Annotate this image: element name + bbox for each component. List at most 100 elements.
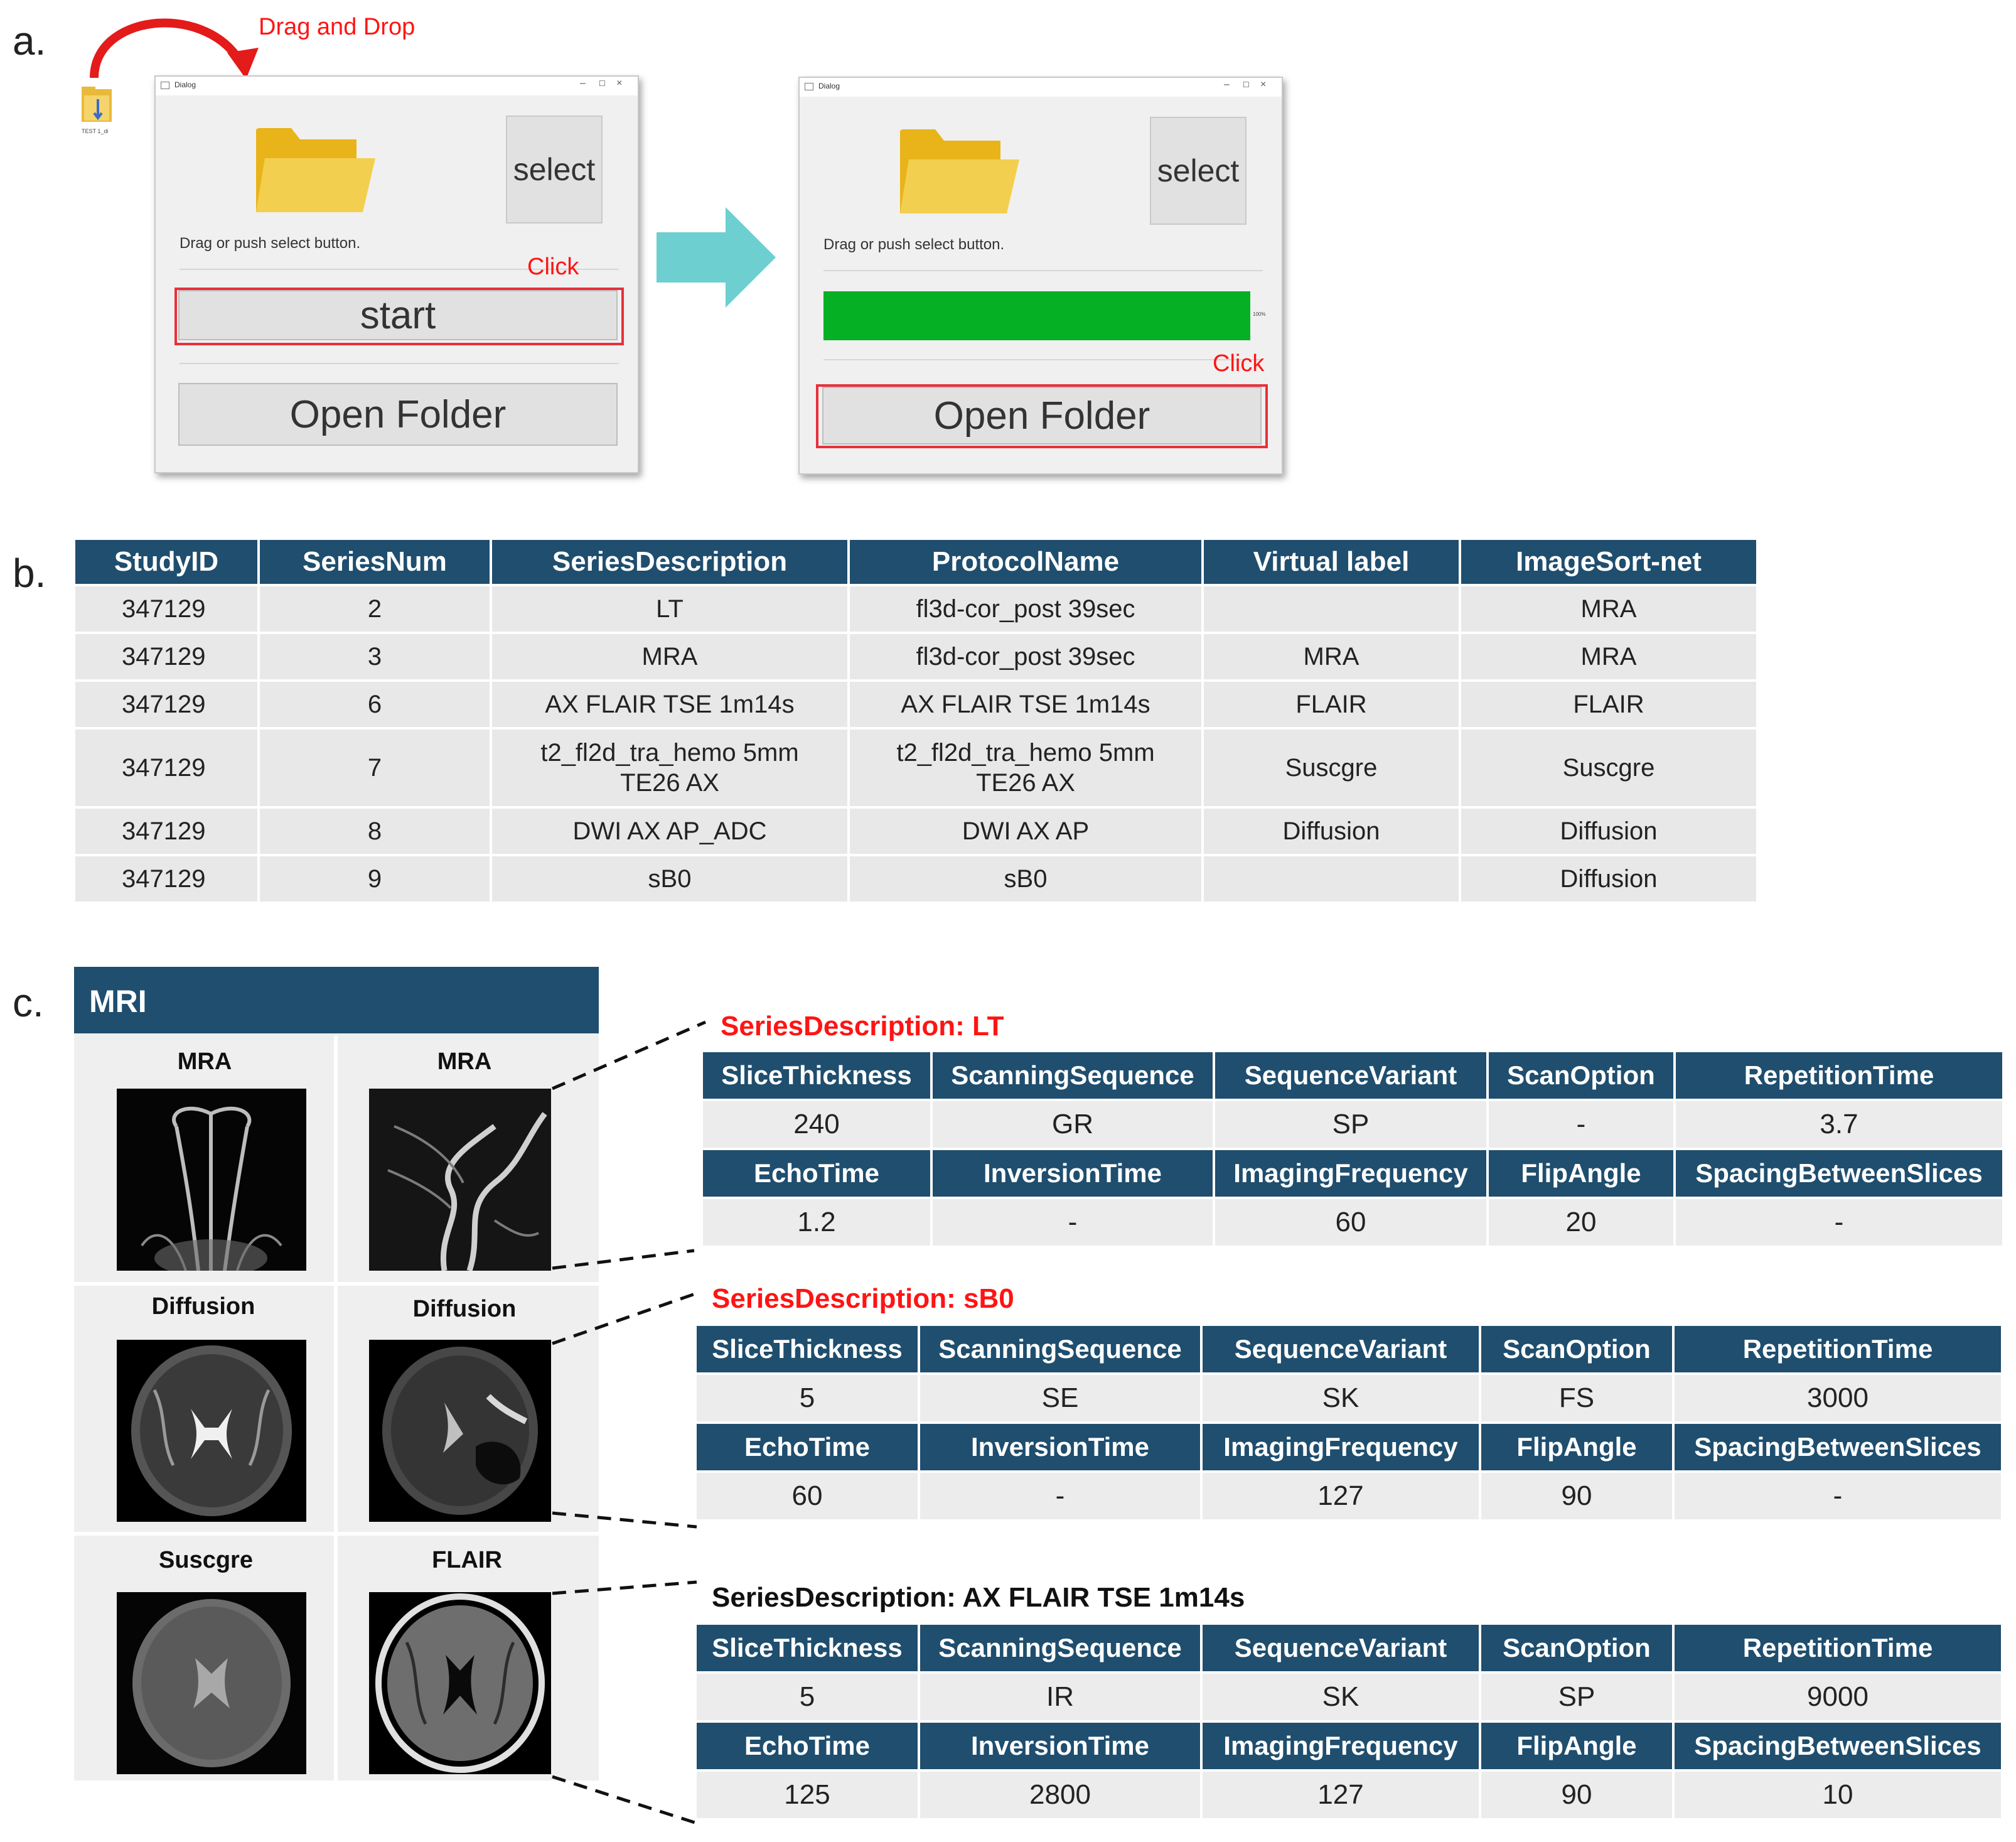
param-header: ScanOption bbox=[1481, 1625, 1672, 1671]
minimize-icon[interactable]: – bbox=[1224, 79, 1230, 90]
param-value: 20 bbox=[1489, 1199, 1673, 1246]
close-icon[interactable]: × bbox=[616, 78, 623, 89]
cell-seriesnum: 8 bbox=[260, 809, 490, 854]
table-row: 347129 6 AX FLAIR TSE 1m14s AX FLAIR TSE… bbox=[75, 682, 1756, 727]
param-header: ScanOption bbox=[1489, 1052, 1673, 1099]
mri-image-flair[interactable] bbox=[369, 1592, 551, 1774]
maximize-icon[interactable]: ☐ bbox=[599, 79, 606, 88]
mri-image-suscgre[interactable] bbox=[117, 1592, 306, 1774]
divider bbox=[823, 270, 1263, 271]
cell-seriesnum: 2 bbox=[260, 586, 490, 632]
next-step-arrow-icon bbox=[657, 207, 776, 308]
cell-studyid: 347129 bbox=[75, 856, 257, 902]
param-header: FlipAngle bbox=[1481, 1723, 1672, 1769]
cell-virtual-label: MRA bbox=[1204, 634, 1459, 679]
connector-lines bbox=[552, 1020, 706, 1825]
param-value: FS bbox=[1481, 1375, 1672, 1421]
cell-virtual-label: FLAIR bbox=[1204, 682, 1459, 727]
param-value: - bbox=[933, 1199, 1213, 1246]
divider bbox=[334, 1036, 338, 1780]
mri-image-label: Diffusion bbox=[412, 1296, 517, 1322]
param-value: GR bbox=[933, 1101, 1213, 1148]
mri-image-mra-coronal[interactable] bbox=[117, 1089, 306, 1271]
maximize-icon[interactable]: ☐ bbox=[1243, 80, 1250, 89]
param-header: SequenceVariant bbox=[1203, 1625, 1479, 1671]
param-header: SpacingBetweenSlices bbox=[1676, 1150, 2002, 1197]
drag-and-drop-label: Drag and Drop bbox=[259, 14, 416, 40]
cell-seriesnum: 3 bbox=[260, 634, 490, 679]
column-header-virtual-label: Virtual label bbox=[1204, 540, 1459, 584]
mri-image-diffusion-1[interactable] bbox=[117, 1340, 306, 1522]
progress-percent-text: 100% bbox=[1253, 311, 1266, 317]
param-value: - bbox=[1675, 1473, 2001, 1519]
param-header: RepetitionTime bbox=[1675, 1326, 2001, 1372]
param-header: InversionTime bbox=[920, 1424, 1200, 1470]
folder-file-icon[interactable] bbox=[79, 84, 115, 126]
cell-imagesort-net: Diffusion bbox=[1461, 856, 1756, 902]
cell-seriesdescription: AX FLAIR TSE 1m14s bbox=[492, 682, 847, 727]
section-label-b: b. bbox=[13, 551, 46, 596]
param-header: ScanningSequence bbox=[920, 1326, 1200, 1372]
param-value: 2800 bbox=[920, 1772, 1200, 1818]
param-table-lt: SliceThickness ScanningSequence Sequence… bbox=[700, 1050, 2005, 1248]
cell-seriesnum: 9 bbox=[260, 856, 490, 902]
param-header: RepetitionTime bbox=[1675, 1625, 2001, 1671]
cell-virtual-label bbox=[1204, 586, 1459, 632]
param-table-caption: SeriesDescription: LT bbox=[721, 1011, 1004, 1042]
param-value: - bbox=[920, 1473, 1200, 1519]
param-header: SpacingBetweenSlices bbox=[1675, 1723, 2001, 1769]
cell-protocolname: fl3d-cor_post 39sec bbox=[850, 634, 1201, 679]
param-header: InversionTime bbox=[933, 1150, 1213, 1197]
drag-hint-text: Drag or push select button. bbox=[823, 236, 1005, 253]
dialog-title: Dialog bbox=[174, 80, 196, 89]
param-header: SliceThickness bbox=[703, 1052, 930, 1099]
table-row: 347129 3 MRA fl3d-cor_post 39sec MRA MRA bbox=[75, 634, 1756, 679]
column-header-imagesort-net: ImageSort-net bbox=[1461, 540, 1756, 584]
open-folder-button[interactable]: Open Folder bbox=[822, 387, 1262, 444]
start-button[interactable]: start bbox=[178, 290, 618, 340]
cell-seriesdescription: t2_fl2d_tra_hemo 5mm TE26 AX bbox=[492, 730, 847, 806]
mri-panel-title: MRI bbox=[89, 984, 147, 1019]
section-label-c: c. bbox=[13, 980, 44, 1025]
select-button[interactable]: select bbox=[1150, 117, 1247, 225]
param-header: ImagingFrequency bbox=[1215, 1150, 1486, 1197]
progress-bar-fill bbox=[823, 291, 1250, 340]
mri-panel: MRI MRA MRA Diffusion Diffusion bbox=[74, 967, 599, 1780]
cell-imagesort-net: Diffusion bbox=[1461, 809, 1756, 854]
section-label-a: a. bbox=[13, 18, 46, 63]
param-value: 60 bbox=[1215, 1199, 1486, 1246]
dialog-after: Dialog – ☐ × select Drag or push select … bbox=[798, 77, 1283, 475]
cell-protocolname: DWI AX AP bbox=[850, 809, 1201, 854]
open-folder-highlight-box bbox=[816, 384, 1268, 448]
table-row: 347129 2 LT fl3d-cor_post 39sec MRA bbox=[75, 586, 1756, 632]
mri-image-mra-sagittal[interactable] bbox=[369, 1089, 551, 1271]
cell-seriesdescription: LT bbox=[492, 586, 847, 632]
column-header-protocolname: ProtocolName bbox=[850, 540, 1201, 584]
select-button[interactable]: select bbox=[506, 116, 603, 224]
divider bbox=[74, 1282, 599, 1286]
open-folder-button[interactable]: Open Folder bbox=[178, 383, 618, 446]
column-header-seriesnum: SeriesNum bbox=[260, 540, 490, 584]
param-header: EchoTime bbox=[703, 1150, 930, 1197]
param-table-caption: SeriesDescription: sB0 bbox=[712, 1283, 1014, 1314]
cell-imagesort-net: Suscgre bbox=[1461, 730, 1756, 806]
table-row: 347129 9 sB0 sB0 Diffusion bbox=[75, 856, 1756, 902]
param-value: 3.7 bbox=[1676, 1101, 2002, 1148]
cell-virtual-label: Suscgre bbox=[1204, 730, 1459, 806]
dialog-title: Dialog bbox=[818, 82, 840, 90]
param-value: IR bbox=[920, 1674, 1200, 1720]
column-header-seriesdescription: SeriesDescription bbox=[492, 540, 847, 584]
mri-image-diffusion-2[interactable] bbox=[369, 1340, 551, 1522]
param-header: InversionTime bbox=[920, 1723, 1200, 1769]
minimize-icon[interactable]: – bbox=[580, 78, 586, 89]
param-table-flair: SliceThickness ScanningSequence Sequence… bbox=[694, 1622, 2003, 1821]
close-icon[interactable]: × bbox=[1260, 79, 1267, 90]
folder-icon bbox=[256, 128, 375, 212]
param-value: 10 bbox=[1675, 1772, 2001, 1818]
table-row: 347129 7 t2_fl2d_tra_hemo 5mm TE26 AX t2… bbox=[75, 730, 1756, 806]
cell-imagesort-net: MRA bbox=[1461, 634, 1756, 679]
cell-virtual-label bbox=[1204, 856, 1459, 902]
mri-image-label: Diffusion bbox=[151, 1293, 255, 1320]
progress-bar bbox=[823, 291, 1250, 340]
table-row: 347129 8 DWI AX AP_ADC DWI AX AP Diffusi… bbox=[75, 809, 1756, 854]
